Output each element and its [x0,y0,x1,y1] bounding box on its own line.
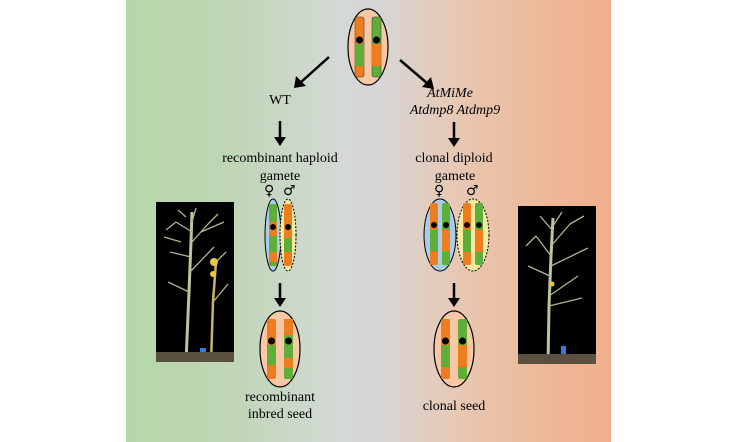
arrow-icon [299,56,330,84]
clonal-gamete-label-line1: clonal diploid [415,151,493,166]
recombinant-gamete-label-line1: recombinant haploid [222,151,338,166]
mutant-label-line2: Atdmp8 Atdmp9 [409,103,501,118]
female-diploid-gamete-icon [423,198,457,272]
clonal-seed-icon [433,310,475,388]
recombinant-seed-label-line1: recombinant [245,390,315,405]
recombinant-gamete-label-line2: gamete [259,169,301,184]
male-diploid-gamete-icon [456,198,490,272]
arrow-icon [448,122,460,147]
arrow-icon [274,283,286,307]
wt-plant-photo [156,202,234,362]
mutant-plant-photo [518,206,596,364]
wt-label: WT [269,93,291,108]
male-haploid-gamete-icon [279,198,297,272]
female-symbol-left: ♀ [264,183,275,199]
male-symbol-left: ♂ [283,183,296,199]
mutant-label-line1: AtMiMe [427,86,473,101]
arrow-icon [274,121,286,146]
female-haploid-gamete-icon [264,198,282,272]
arrow-icon [448,283,460,307]
clonal-gamete-label-line2: gamete [434,169,476,184]
recombinant-seed-label-line2: inbred seed [247,407,313,422]
female-symbol-right: ♀ [434,183,445,199]
arrow-icon [399,59,429,85]
clonal-seed-label: clonal seed [422,399,486,414]
recombinant-seed-icon [259,310,301,388]
parent-diploid-icon [347,8,389,86]
male-symbol-right: ♂ [466,183,479,199]
